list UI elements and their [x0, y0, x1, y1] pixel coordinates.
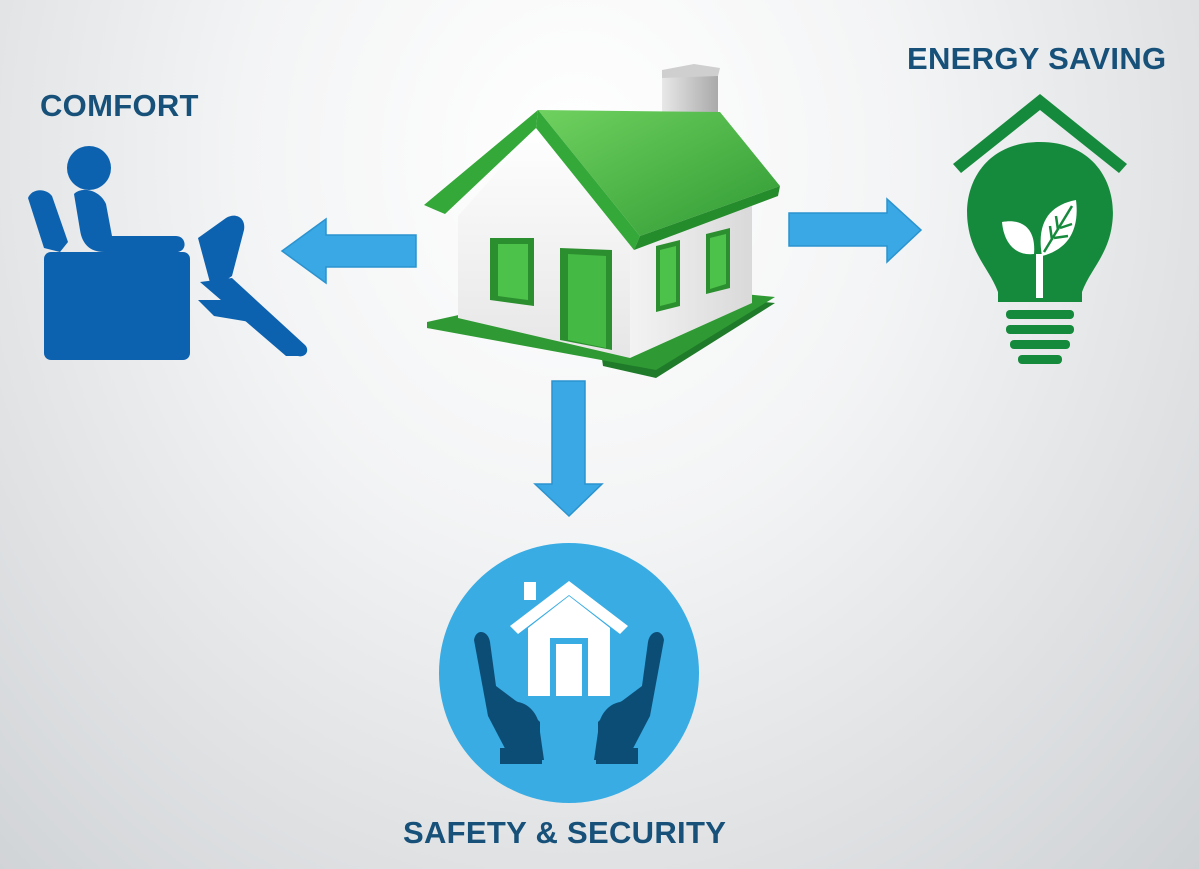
eco-lightbulb-icon — [953, 94, 1127, 364]
arrow-to-safety-security — [533, 380, 604, 518]
hands-holding-house-icon — [439, 543, 699, 803]
energy-saving-label: ENERGY SAVING — [907, 41, 1167, 76]
safety-security-label: SAFETY & SECURITY — [403, 815, 727, 850]
arrow-to-energy-saving — [788, 197, 923, 264]
arrow-to-comfort — [280, 217, 417, 285]
comfort-label: COMFORT — [40, 88, 199, 123]
armchair-icon — [28, 146, 308, 360]
house-icon — [424, 64, 780, 378]
